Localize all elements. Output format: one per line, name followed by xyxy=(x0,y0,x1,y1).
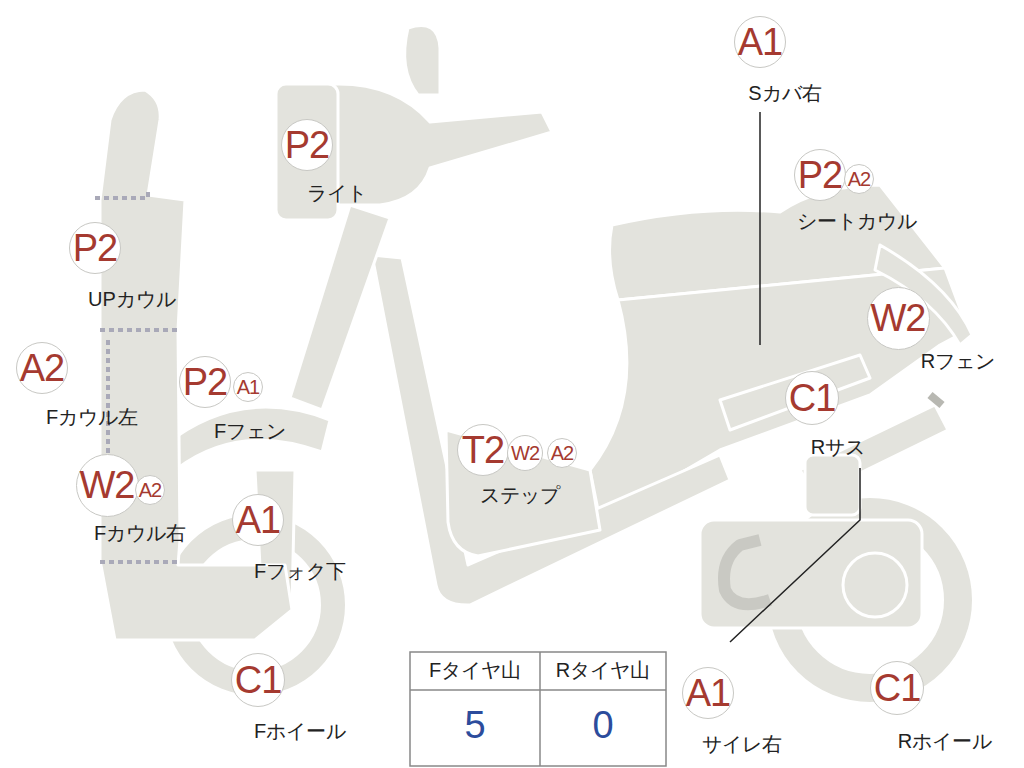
part-name: ライト xyxy=(307,182,367,204)
damage-code: P2 xyxy=(73,229,117,267)
damage-code-circle: C1 xyxy=(785,371,840,426)
part-name: ステップ xyxy=(480,484,560,506)
damage-code: W2 xyxy=(511,443,539,463)
cowl-seam xyxy=(100,560,178,564)
damage-code-circle: W2 xyxy=(76,454,139,517)
part-name: Fカウル右 xyxy=(94,522,186,544)
tread-table xyxy=(410,652,666,766)
cowl-seam xyxy=(100,328,178,332)
damage-code-circle: W2 xyxy=(867,287,930,350)
part-name: サイレ右 xyxy=(702,733,782,755)
muffler-pipe xyxy=(724,540,770,604)
rear-hub xyxy=(843,553,907,617)
table-cell: 0 xyxy=(592,705,613,747)
frame xyxy=(372,255,730,605)
damage-code-circle: A2 xyxy=(16,342,68,394)
damage-code-circle: P2 xyxy=(281,119,333,171)
part-name: Sカバ右 xyxy=(748,82,821,104)
side-cover xyxy=(590,268,968,520)
part-name: Fフェン xyxy=(214,420,286,442)
step-floor xyxy=(446,430,600,556)
part-name: シートカウル xyxy=(797,210,917,232)
cowl-seam xyxy=(106,340,110,455)
damage-code: C1 xyxy=(874,669,921,707)
cowl-seam xyxy=(95,192,148,198)
part-name: Fホイール xyxy=(254,720,346,742)
damage-code: A1 xyxy=(738,23,782,61)
damage-code: C1 xyxy=(789,379,836,417)
part-name: Fフォク下 xyxy=(254,560,346,582)
part-name: UPカウル xyxy=(88,288,176,310)
engine xyxy=(700,520,922,628)
damage-code-circle: P2 xyxy=(179,356,231,408)
damage-code: A1 xyxy=(236,501,280,539)
damage-code-circle: P2 xyxy=(794,149,846,201)
damage-code: A1 xyxy=(686,674,730,712)
damage-code-circle: A1 xyxy=(734,16,786,68)
table-cell: Fタイヤ山 xyxy=(429,659,521,681)
damage-code-circle: T2 xyxy=(457,424,509,476)
front-cowl xyxy=(100,90,292,640)
part-name: Fカウル左 xyxy=(46,406,138,428)
damage-code-circle: A2 xyxy=(547,438,577,468)
damage-code: W2 xyxy=(80,466,135,504)
leader-line xyxy=(759,112,761,345)
rear-shock xyxy=(805,455,860,515)
damage-code-circle: A1 xyxy=(233,372,263,402)
damage-code-circle: A1 xyxy=(232,494,284,546)
damage-code: T2 xyxy=(462,431,504,469)
damage-code: A2 xyxy=(848,169,870,189)
damage-code: P2 xyxy=(183,363,227,401)
damage-code: P2 xyxy=(285,126,329,164)
damage-code-circle: P2 xyxy=(69,222,121,274)
part-name: Rサス xyxy=(811,436,865,458)
damage-code: A1 xyxy=(237,377,259,397)
part-name: Rホイール xyxy=(898,730,992,752)
grab-rail xyxy=(720,355,870,430)
leader-line xyxy=(730,468,860,642)
steering-column xyxy=(290,205,390,410)
table-cell: 5 xyxy=(464,705,485,747)
damage-code: P2 xyxy=(798,156,842,194)
mirror xyxy=(405,26,440,96)
damage-code: A2 xyxy=(139,480,161,500)
part-name: Rフェン xyxy=(921,350,995,372)
damage-code-circle: A2 xyxy=(135,475,165,505)
damage-code: A2 xyxy=(20,349,64,387)
damage-code-circle: C1 xyxy=(231,653,286,708)
front-fender xyxy=(165,407,330,468)
damage-code: A2 xyxy=(551,443,573,463)
damage-code-circle: A2 xyxy=(844,164,874,194)
table-cell: Rタイヤ山 xyxy=(556,659,650,681)
damage-code: C1 xyxy=(235,661,282,699)
damage-code-circle: A1 xyxy=(682,667,734,719)
damage-code-circle: W2 xyxy=(507,435,543,471)
damage-code-circle: C1 xyxy=(870,661,925,716)
damage-code: W2 xyxy=(871,299,926,337)
